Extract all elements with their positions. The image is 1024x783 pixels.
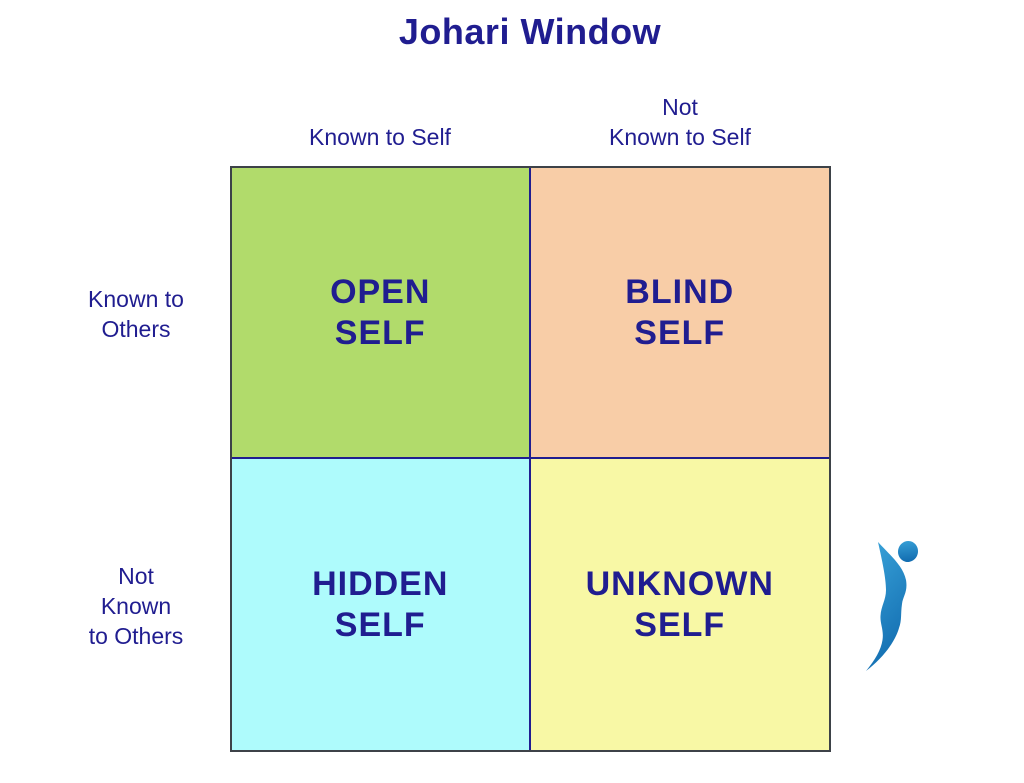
column-headers: Known to Self Not Known to Self [230,86,830,152]
johari-grid: OPEN SELF BLIND SELF HIDDEN SELF UNKNOWN… [230,166,831,752]
quadrant-unknown-self: UNKNOWN SELF [530,459,829,750]
quadrant-hidden-self: HIDDEN SELF [232,459,531,750]
column-header-not-known-to-self: Not Known to Self [609,94,751,150]
quadrant-blind-self: BLIND SELF [530,168,829,459]
quadrant-unknown-self-label: UNKNOWN SELF [585,564,774,644]
person-body-shape [866,542,907,671]
page-title: Johari Window [398,11,662,52]
abstract-person-logo-icon [866,541,919,671]
row-header-not-known-to-others: Not Known to Others [88,563,184,649]
quadrant-blind-self-label: BLIND SELF [625,272,735,352]
person-head-shape [897,541,919,562]
column-header-known-to-self: Known to Self [309,124,451,150]
row-header-known-to-others: Known to Others [88,285,184,342]
quadrant-open-self: OPEN SELF [232,168,531,459]
quadrant-hidden-self-label: HIDDEN SELF [312,564,449,644]
quadrant-open-self-label: OPEN SELF [330,272,431,352]
